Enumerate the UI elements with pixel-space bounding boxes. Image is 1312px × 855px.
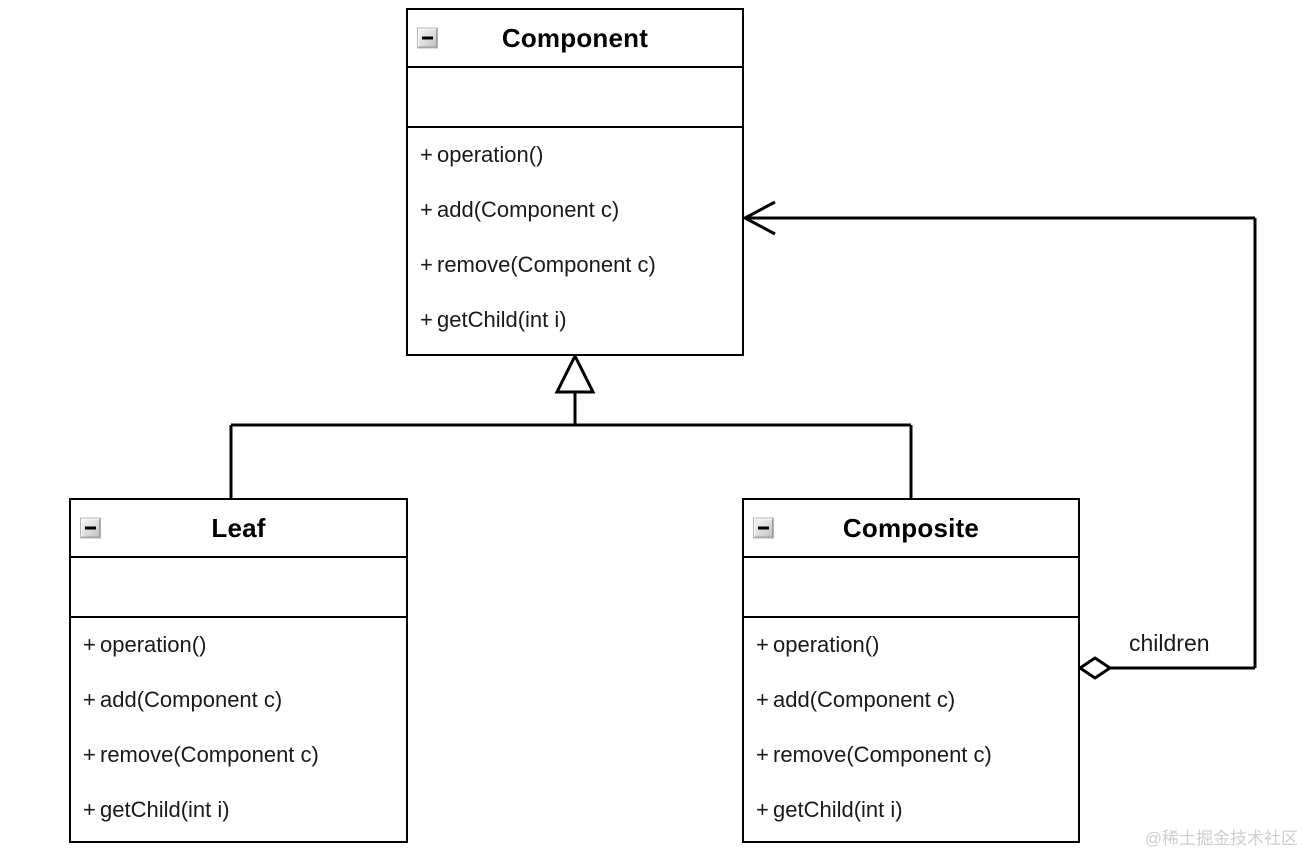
generalization-edge	[229, 352, 913, 498]
method-row: +add(Component c)	[408, 199, 742, 221]
class-attributes-leaf	[71, 558, 406, 618]
class-methods-composite: +operation() +add(Component c) +remove(C…	[744, 618, 1078, 827]
method-visibility: +	[756, 632, 769, 657]
method-signature: remove(Component c)	[773, 742, 992, 767]
method-signature: getChild(int i)	[100, 797, 230, 822]
method-signature: operation()	[773, 632, 880, 657]
method-row: +add(Component c)	[71, 689, 406, 711]
method-visibility: +	[420, 252, 433, 277]
method-visibility: +	[420, 142, 433, 167]
uml-class-component[interactable]: Component +operation() +add(Component c)…	[406, 8, 744, 356]
uml-class-leaf[interactable]: Leaf +operation() +add(Component c) +rem…	[69, 498, 408, 843]
class-name-composite: Composite	[842, 513, 980, 543]
method-signature: remove(Component c)	[100, 742, 319, 767]
method-row: +add(Component c)	[744, 689, 1078, 711]
class-header-composite: Composite	[744, 500, 1078, 558]
method-signature: add(Component c)	[100, 687, 283, 712]
method-row: +remove(Component c)	[71, 744, 406, 766]
method-row: +operation()	[408, 144, 742, 166]
method-signature: add(Component c)	[437, 197, 620, 222]
method-signature: getChild(int i)	[437, 307, 567, 332]
method-visibility: +	[83, 742, 96, 767]
aggregation-edge	[741, 200, 1257, 680]
method-row: +operation()	[744, 634, 1078, 656]
class-attributes-component	[408, 68, 742, 128]
method-visibility: +	[83, 797, 96, 822]
method-row: +getChild(int i)	[408, 309, 742, 331]
method-visibility: +	[756, 797, 769, 822]
method-signature: remove(Component c)	[437, 252, 656, 277]
class-name-leaf: Leaf	[211, 513, 266, 543]
class-methods-component: +operation() +add(Component c) +remove(C…	[408, 128, 742, 337]
class-header-component: Component	[408, 10, 742, 68]
method-visibility: +	[83, 687, 96, 712]
uml-class-composite[interactable]: Composite +operation() +add(Component c)…	[742, 498, 1080, 843]
method-signature: add(Component c)	[773, 687, 956, 712]
class-header-leaf: Leaf	[71, 500, 406, 558]
method-row: +remove(Component c)	[408, 254, 742, 276]
method-row: +getChild(int i)	[744, 799, 1078, 821]
minus-icon[interactable]	[417, 27, 438, 49]
method-visibility: +	[756, 687, 769, 712]
method-visibility: +	[756, 742, 769, 767]
method-signature: operation()	[100, 632, 207, 657]
method-visibility: +	[83, 632, 96, 657]
class-name-component: Component	[501, 23, 649, 53]
method-row: +remove(Component c)	[744, 744, 1078, 766]
minus-icon[interactable]	[80, 517, 101, 539]
method-row: +getChild(int i)	[71, 799, 406, 821]
class-attributes-composite	[744, 558, 1078, 618]
method-row: +operation()	[71, 634, 406, 656]
class-methods-leaf: +operation() +add(Component c) +remove(C…	[71, 618, 406, 827]
minus-icon[interactable]	[753, 517, 774, 539]
method-signature: operation()	[437, 142, 544, 167]
watermark: @稀土掘金技术社区	[1144, 829, 1298, 848]
method-signature: getChild(int i)	[773, 797, 903, 822]
method-visibility: +	[420, 197, 433, 222]
edge-label-children: children	[1129, 630, 1210, 656]
method-visibility: +	[420, 307, 433, 332]
